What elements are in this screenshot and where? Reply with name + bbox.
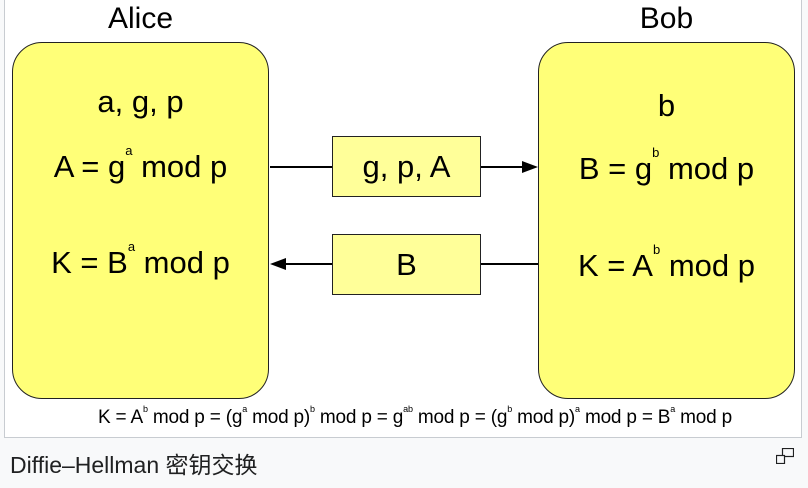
arrow-message-to-alice <box>286 263 332 265</box>
bob-shared-key: K = Ab mod p <box>578 242 755 283</box>
bob-public-key: B = gb mod p <box>578 145 755 186</box>
arrow-bob-to-message <box>481 263 538 265</box>
alice-box <box>12 42 269 399</box>
figure-caption: Diffie–Hellman 密钥交换 <box>10 452 258 478</box>
alice-public-key: A = ga mod p <box>53 143 228 184</box>
bob-secret: b <box>657 88 676 123</box>
message-to-alice: B <box>332 234 481 295</box>
alice-shared-key: K = Ba mod p <box>51 239 230 280</box>
arrowhead-left <box>270 258 286 270</box>
message-to-bob: g, p, A <box>332 136 481 197</box>
arrowhead-right <box>522 161 538 173</box>
arrow-alice-to-message <box>270 166 332 168</box>
shared-key-equation: K = Ab mod p = (ga mod p)b mod p = gab m… <box>98 404 732 428</box>
bob-box <box>538 42 795 399</box>
alice-params: a, g, p <box>97 84 184 119</box>
bob-name: Bob <box>639 2 694 35</box>
enlarge-icon[interactable] <box>775 447 795 465</box>
alice-name: Alice <box>107 2 174 35</box>
arrow-message-to-bob <box>481 166 524 168</box>
